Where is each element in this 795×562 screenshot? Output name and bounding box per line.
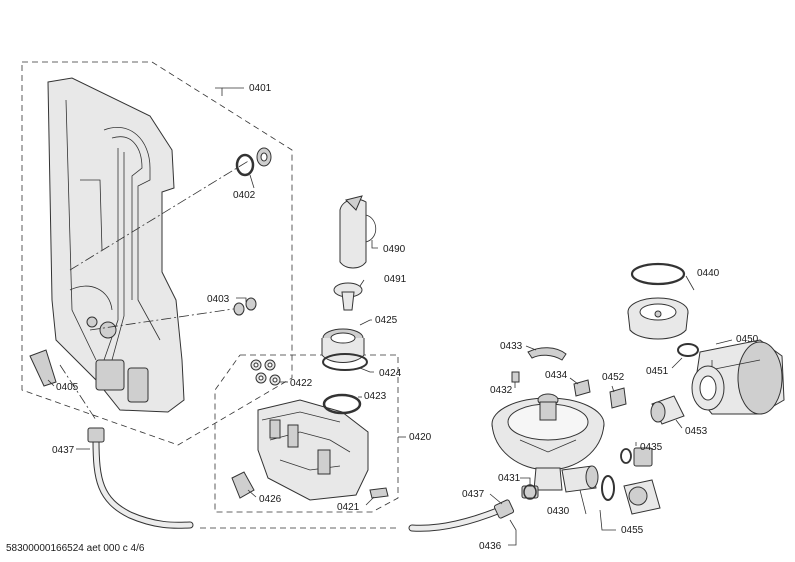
label-0425: 0425 xyxy=(375,315,398,326)
label-0432: 0432 xyxy=(490,385,513,396)
side-panel-assembly xyxy=(21,61,293,446)
label-0422: 0422 xyxy=(290,378,313,389)
inlet-hose-left xyxy=(76,427,400,529)
softener-assembly xyxy=(214,354,406,513)
drain-hose-right xyxy=(408,493,517,546)
label-0421: 0421 xyxy=(337,502,360,513)
label-0431: 0431 xyxy=(498,473,521,484)
label-0435: 0435 xyxy=(640,442,663,453)
funnel-0490 xyxy=(339,195,378,269)
label-0401: 0401 xyxy=(249,83,272,94)
sump-assembly xyxy=(491,345,627,515)
label-0430: 0430 xyxy=(547,506,570,517)
label-0451: 0451 xyxy=(646,366,669,377)
cap-assembly-0425 xyxy=(321,319,374,373)
heater-pump-assembly xyxy=(627,262,785,429)
label-0450: 0450 xyxy=(736,334,759,345)
label-0424: 0424 xyxy=(379,368,402,379)
label-0440: 0440 xyxy=(697,268,720,279)
part-labels: 0401 0402 0403 0405 0437 0490 0491 0425 … xyxy=(52,83,759,552)
label-0423: 0423 xyxy=(364,391,387,402)
clip-0405 xyxy=(29,349,57,387)
label-0437-right: 0437 xyxy=(462,489,485,500)
label-0405: 0405 xyxy=(56,382,79,393)
label-0452: 0452 xyxy=(602,372,625,383)
label-0403: 0403 xyxy=(207,294,230,305)
label-0437-left: 0437 xyxy=(52,445,75,456)
pump-module-0455 xyxy=(599,442,661,531)
label-0490: 0490 xyxy=(383,244,406,255)
diagram-reference-code: 58300000166524 aet 000 c 4/6 xyxy=(6,543,145,554)
cap-0491 xyxy=(333,279,365,311)
ring-seal-0402 xyxy=(235,147,272,189)
fitting-0403 xyxy=(233,297,257,316)
label-0453: 0453 xyxy=(685,426,708,437)
label-0420: 0420 xyxy=(409,432,432,443)
label-0491: 0491 xyxy=(384,274,407,285)
label-0455: 0455 xyxy=(621,525,644,536)
label-0402: 0402 xyxy=(233,190,256,201)
label-0434: 0434 xyxy=(545,370,568,381)
label-0433: 0433 xyxy=(500,341,523,352)
label-0426: 0426 xyxy=(259,494,282,505)
label-0436: 0436 xyxy=(479,541,502,552)
